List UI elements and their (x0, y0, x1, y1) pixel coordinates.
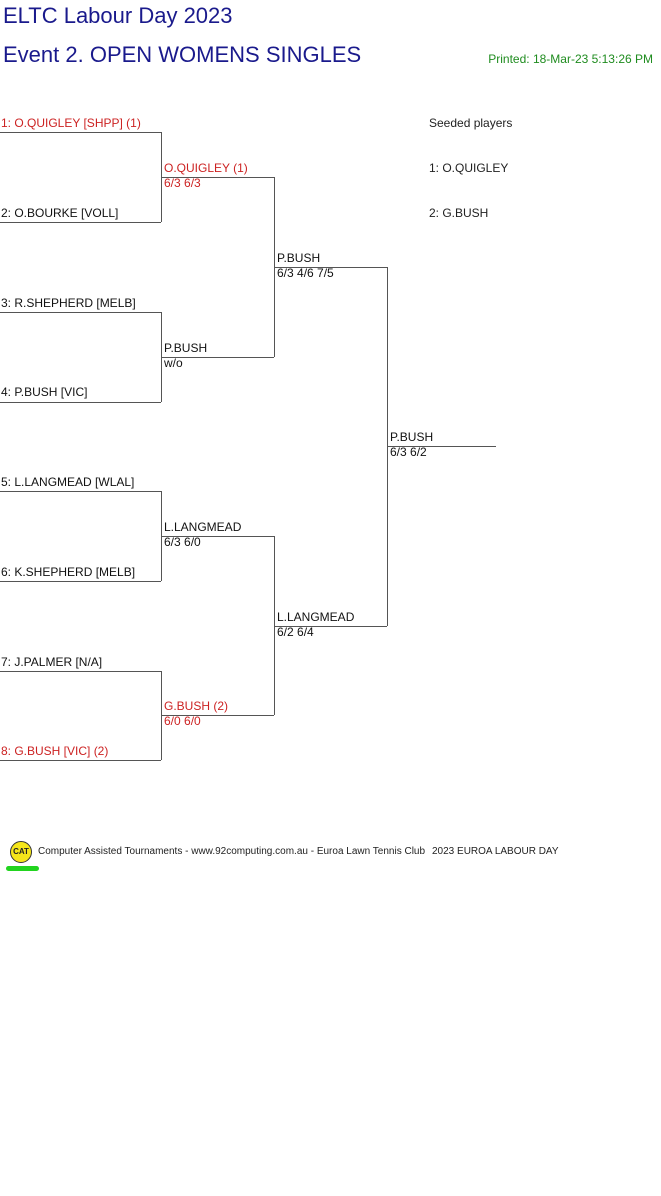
bracket-line (387, 446, 496, 447)
round2-score-3: 6/3 6/0 (164, 535, 201, 549)
footer-credit: Computer Assisted Tournaments - www.92co… (38, 846, 426, 857)
event-title: Event 2. OPEN WOMENS SINGLES (3, 42, 362, 67)
bracket-line (274, 267, 387, 268)
seeded-heading: Seeded players (429, 116, 513, 130)
draw-entry-7: 7: J.PALMER [N/A] (1, 655, 103, 669)
draw-entry-1: 1: O.QUIGLEY [SHPP] (1) (1, 116, 141, 130)
champion-name: P.BUSH (390, 430, 434, 444)
semifinal-winner-2: L.LANGMEAD (277, 610, 355, 624)
draw-entry-5: 5: L.LANGMEAD [WLAL] (1, 475, 135, 489)
semifinal-score-2: 6/2 6/4 (277, 625, 314, 639)
bracket-line (274, 626, 387, 627)
bracket-line (161, 536, 274, 537)
round2-winner-3: L.LANGMEAD (164, 520, 242, 534)
bracket-line (0, 132, 161, 133)
cat-logo-icon: CAT (10, 841, 32, 863)
bracket-line (0, 491, 161, 492)
bracket-line (0, 760, 161, 761)
footer-event-name: 2023 EUROA LABOUR DAY (432, 846, 559, 857)
round2-score-2: w/o (164, 356, 183, 370)
seeded-item-2: 2: G.BUSH (429, 206, 489, 220)
semifinal-winner-1: P.BUSH (277, 251, 321, 265)
draw-entry-2: 2: O.BOURKE [VOLL] (1, 206, 119, 220)
printed-timestamp: Printed: 18-Mar-23 5:13:26 PM (488, 52, 653, 66)
bracket-line (0, 312, 161, 313)
draw-entry-8: 8: G.BUSH [VIC] (2) (1, 744, 109, 758)
bracket-line (0, 581, 161, 582)
tournament-title: ELTC Labour Day 2023 (3, 3, 233, 28)
round2-winner-1: O.QUIGLEY (1) (164, 161, 248, 175)
round2-winner-4: G.BUSH (2) (164, 699, 229, 713)
seeded-item-1: 1: O.QUIGLEY (429, 161, 509, 175)
final-score: 6/3 6/2 (390, 445, 427, 459)
semifinal-score-1: 6/3 4/6 7/5 (277, 266, 334, 280)
bracket-line (0, 671, 161, 672)
draw-entry-6: 6: K.SHEPHERD [MELB] (1, 565, 136, 579)
logo-underline (6, 866, 39, 871)
draw-entry-4: 4: P.BUSH [VIC] (1, 385, 88, 399)
round2-score-1: 6/3 6/3 (164, 176, 201, 190)
bracket-line (161, 715, 274, 716)
bracket-line (0, 402, 161, 403)
round2-winner-2: P.BUSH (164, 341, 208, 355)
draw-entry-3: 3: R.SHEPHERD [MELB] (1, 296, 136, 310)
bracket-line (161, 357, 274, 358)
bracket-line (274, 536, 275, 715)
bracket-line (0, 222, 161, 223)
round2-score-4: 6/0 6/0 (164, 714, 201, 728)
bracket-line (161, 177, 274, 178)
